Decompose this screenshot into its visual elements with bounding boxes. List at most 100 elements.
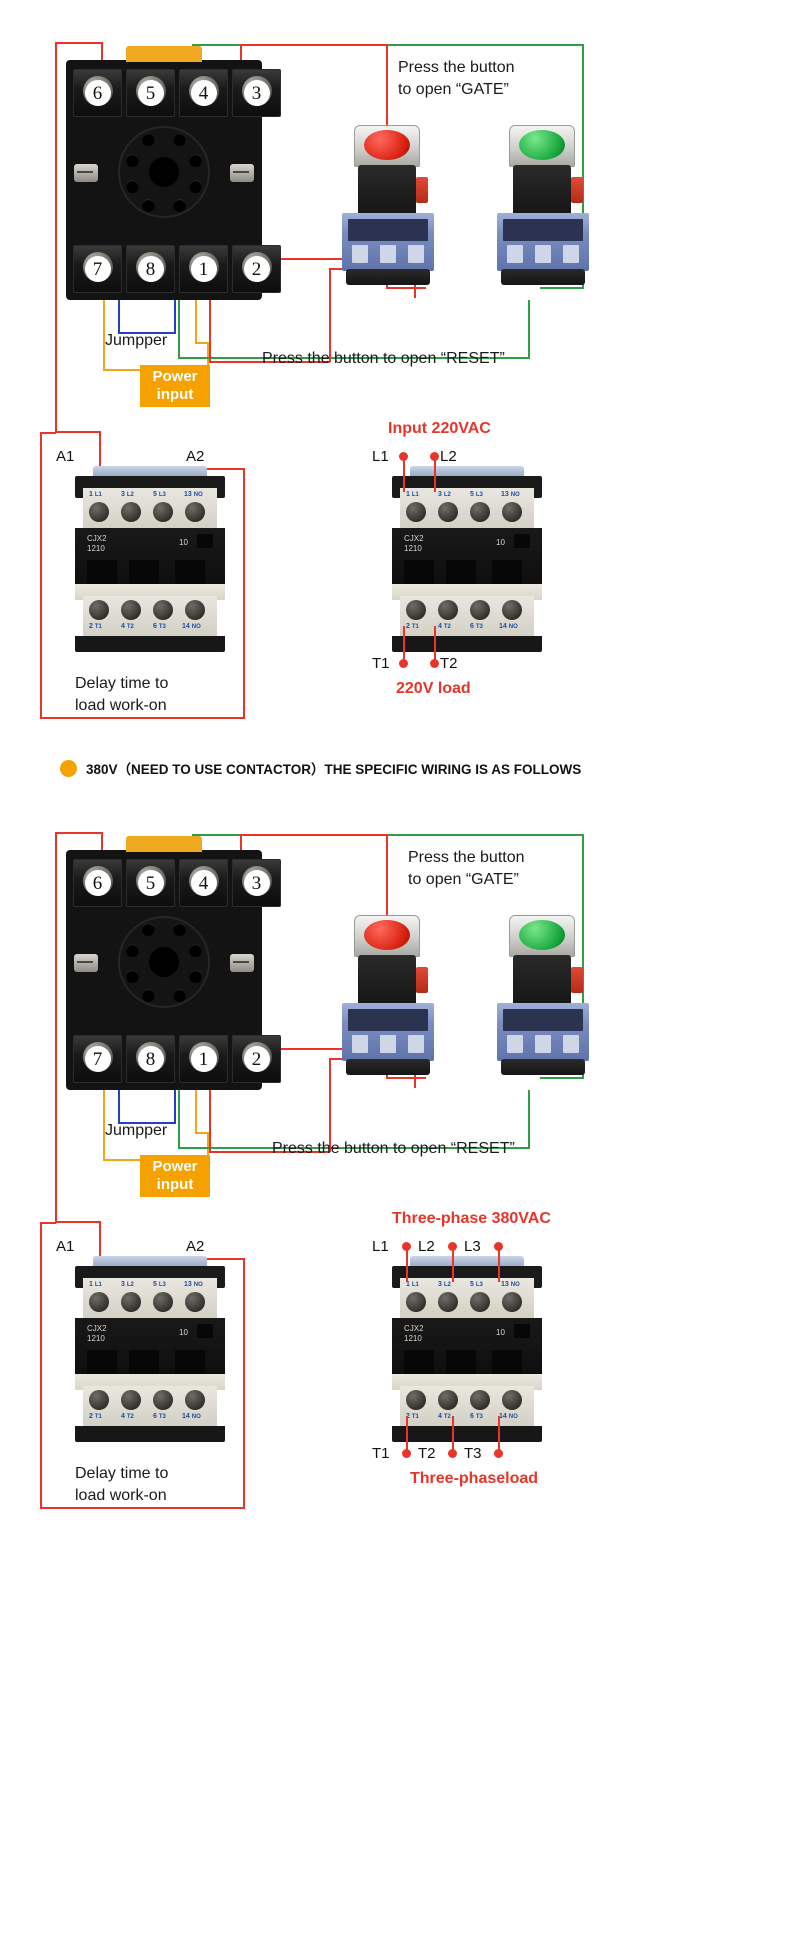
- socket-pin-hole: [173, 133, 186, 146]
- contactor-screw[interactable]: [185, 1390, 205, 1410]
- contactor-screw[interactable]: [502, 600, 522, 620]
- red-push-button[interactable]: [340, 915, 436, 1085]
- contactor-screw[interactable]: [185, 600, 205, 620]
- contactor-screw[interactable]: [502, 1390, 522, 1410]
- red-push-button[interactable]: [340, 125, 436, 295]
- contactor-screw[interactable]: [470, 1292, 490, 1312]
- socket-pin-hole: [126, 154, 139, 167]
- contactor-top-term-5: 5 L3: [153, 491, 166, 498]
- contactor-model: 1210: [87, 544, 105, 553]
- terminal-7[interactable]: 7: [73, 1035, 122, 1083]
- terminal-8[interactable]: 8: [126, 1035, 175, 1083]
- terminal-2[interactable]: 2: [232, 1035, 281, 1083]
- contactor-screw[interactable]: [470, 502, 490, 522]
- contactor-right-L1-label: L1: [372, 1238, 389, 1255]
- contactor-top-term-3: 3 L2: [438, 491, 451, 498]
- green-button-cap[interactable]: [519, 130, 565, 160]
- contactor-screw[interactable]: [406, 600, 426, 620]
- wire-green-1-right: [178, 357, 530, 359]
- terminal-7[interactable]: 7: [73, 245, 122, 293]
- contactor-screw[interactable]: [153, 1292, 173, 1312]
- contactor-screw[interactable]: [89, 502, 109, 522]
- contactor-right[interactable]: 1 L1 3 L2 5 L3 13 NO CJX2 1210 10: [392, 1256, 542, 1446]
- contactor-screw[interactable]: [470, 1390, 490, 1410]
- green-push-button[interactable]: [495, 125, 591, 295]
- terminal-3[interactable]: 3: [232, 859, 281, 907]
- contactor-screw[interactable]: [153, 1390, 173, 1410]
- wire-green-top: [192, 44, 584, 46]
- contactor-screw[interactable]: [438, 1390, 458, 1410]
- contactor-screw[interactable]: [406, 1292, 426, 1312]
- socket-pin-hole: [189, 944, 202, 957]
- red-button-cap[interactable]: [364, 130, 410, 160]
- contactor-screw[interactable]: [153, 600, 173, 620]
- contactor-screw[interactable]: [89, 600, 109, 620]
- contactor-screw[interactable]: [89, 1292, 109, 1312]
- contactor-screw[interactable]: [406, 1390, 426, 1410]
- terminal-6[interactable]: 6: [73, 69, 122, 117]
- section-banner-380v: 380V（NEED TO USE CONTACTOR）THE SPECIFIC …: [60, 758, 581, 778]
- contactor-screw[interactable]: [502, 502, 522, 522]
- socket-pin-hole: [126, 180, 139, 193]
- contactor-screw[interactable]: [121, 1390, 141, 1410]
- contactor-top-cap: [410, 466, 524, 479]
- jumper-label: Jumpper: [105, 1122, 168, 1139]
- wire-red-L1-drop-2: [406, 1246, 408, 1282]
- contactor-screw[interactable]: [438, 600, 458, 620]
- contactor-screw[interactable]: [438, 502, 458, 522]
- contactor-screw[interactable]: [185, 1292, 205, 1312]
- terminal-1[interactable]: 1: [179, 245, 228, 293]
- relay-socket[interactable]: 6 5 4 3 7 8 1 2: [66, 836, 281, 1090]
- terminal-8[interactable]: 8: [126, 245, 175, 293]
- contactor-screw[interactable]: [153, 502, 173, 522]
- terminal-4[interactable]: 4: [179, 859, 228, 907]
- wire-green-1-right-2: [178, 1147, 530, 1149]
- terminal-1[interactable]: 1: [179, 1035, 228, 1083]
- wire-red-box-left: [40, 432, 42, 719]
- terminal-dot-T3: [494, 1449, 503, 1458]
- contactor-left[interactable]: 1 L1 3 L2 5 L3 13 NO CJX2 1210 10: [75, 1256, 225, 1446]
- terminal-6-label: 6: [84, 870, 111, 896]
- contactor-screw[interactable]: [121, 502, 141, 522]
- contactor-model: 1210: [87, 1334, 105, 1343]
- input-380vac-label: Three-phase 380VAC: [392, 1210, 551, 1227]
- terminal-5[interactable]: 5: [126, 69, 175, 117]
- terminal-1-label: 1: [190, 256, 217, 282]
- wire-green-button-tap: [540, 287, 584, 289]
- contactor-screw[interactable]: [121, 1292, 141, 1312]
- terminal-3[interactable]: 3: [232, 69, 281, 117]
- red-button-cap[interactable]: [364, 920, 410, 950]
- socket-pin-hole: [173, 923, 186, 936]
- contactor-screw[interactable]: [470, 600, 490, 620]
- contactor-left[interactable]: 1 L1 3 L2 5 L3 13 NO CJX2 1210 10: [75, 466, 225, 656]
- reset-instruction: Press the button to open “RESET”: [262, 350, 505, 367]
- wire-red-1-top-2: [182, 1048, 416, 1050]
- wire-blue-jumper-link-2: [118, 1122, 176, 1124]
- relay-socket[interactable]: 6 5 4 3 7 8 1 2: [66, 46, 281, 300]
- terminal-5[interactable]: 5: [126, 859, 175, 907]
- contactor-bot-term-14: 14 NO: [182, 1413, 201, 1420]
- wire-red-6-left-vertical: [55, 42, 57, 432]
- contactor-screw[interactable]: [438, 1292, 458, 1312]
- contactor-right-T2-label: T2: [418, 1445, 436, 1462]
- contactor-bot-term-4: 4 T2: [121, 1413, 134, 1420]
- terminal-2[interactable]: 2: [232, 245, 281, 293]
- socket-center-face: [66, 910, 262, 1030]
- contactor-bot-term-2: 2 T1: [89, 1413, 102, 1420]
- contactor-screw[interactable]: [185, 502, 205, 522]
- green-button-cap[interactable]: [519, 920, 565, 950]
- socket-mount-screw-left: [74, 164, 98, 182]
- contactor-screw[interactable]: [502, 1292, 522, 1312]
- contactor-screw[interactable]: [121, 600, 141, 620]
- contactor-screw[interactable]: [406, 502, 426, 522]
- terminal-6[interactable]: 6: [73, 859, 122, 907]
- socket-hub-center: [149, 157, 179, 187]
- contactor-screw[interactable]: [89, 1390, 109, 1410]
- contactor-right-L2-label: L2: [418, 1238, 435, 1255]
- reset-instruction: Press the button to open “RESET”: [272, 1140, 515, 1157]
- wire-red-3-top-2: [240, 834, 388, 836]
- terminal-dot-T2: [448, 1449, 457, 1458]
- contactor-right[interactable]: 1 L1 3 L2 5 L3 13 NO CJX2 1210 10: [392, 466, 542, 656]
- green-push-button[interactable]: [495, 915, 591, 1085]
- terminal-4[interactable]: 4: [179, 69, 228, 117]
